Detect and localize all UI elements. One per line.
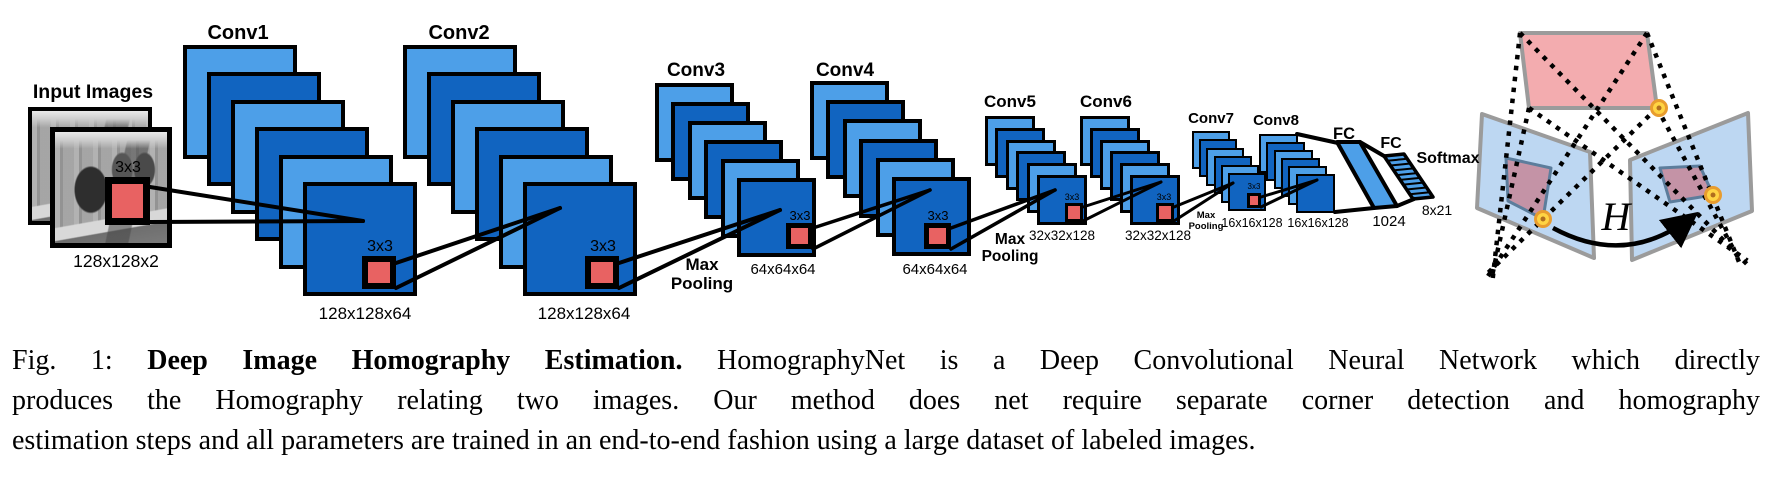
conv4-kernel [924,223,951,249]
connector-line [1395,197,1416,208]
max-pooling-line1: Max [994,231,1026,248]
camera-ray-left [1490,32,1523,282]
conv3-kernel [786,223,813,249]
image-plane-right [1628,111,1754,262]
corner-dot [1704,186,1722,204]
homography-h-symbol: H [1601,194,1631,239]
softmax-stripe [1403,181,1424,186]
conv6-kernel-label: 3x3 [1156,192,1172,202]
conv5-kernel [1065,203,1083,222]
softmax-stripe [1396,172,1417,177]
fc2-label: FC [1380,135,1402,152]
conv8-label: Conv8 [1253,112,1299,129]
camera-ray-right [1527,106,1749,263]
conv6-kernel-red [1159,206,1171,219]
conv5-kernel-label: 3x3 [1064,192,1080,202]
conv6-dims-label: 32x32x128 [1124,228,1192,243]
input-dims-label: 128x128x2 [73,251,159,271]
connector-line [1333,206,1376,214]
figure-caption: Fig. 1: Deep Image Homography Estimation… [0,341,1772,461]
caption-line-3: estimation steps and all parameters are … [12,425,1256,456]
conv4-kernel-red [929,228,946,244]
conv5-kernel-red [1068,206,1080,219]
softmax-stripe [1390,162,1411,167]
input-images-label: Input Images [32,81,154,103]
caption-fig-label: Fig. 1: [12,345,113,376]
projected-patch-left [1504,156,1553,221]
conv7-kernel-red [1250,196,1258,205]
conv7-dims-label: 16x16x128 [1221,216,1283,230]
image-plane-left [1475,112,1596,260]
softmax-stripe [1387,157,1408,162]
fc1-dims-label: 1024 [1372,213,1406,230]
conv2-kernel [585,256,619,289]
conv3-kernel-label: 3x3 [789,208,811,223]
conv2-feature-map [523,182,637,296]
softmax-label: Softmax [1416,150,1480,167]
corner-dot [1650,99,1668,117]
fc1-label: FC [1333,125,1355,143]
conv1-dims-label: 128x128x64 [318,304,412,323]
max-pooling-line2: Pooling [1188,220,1224,232]
softmax-stripe [1393,167,1414,172]
conv2-kernel-red [591,262,613,283]
conv5-label: Conv5 [984,92,1036,111]
conv7-kernel-label: 3x3 [1247,182,1261,191]
conv3-kernel-red [791,228,808,244]
conv1-kernel-red [368,262,390,283]
conv4-kernel-label: 3x3 [927,208,949,223]
conv1-label: Conv1 [207,22,269,44]
conv8-dims-label: 16x16x128 [1287,216,1349,230]
conv6-label: Conv6 [1080,92,1132,111]
corner-dot [1534,210,1552,228]
conv2-label: Conv2 [428,22,490,44]
corner-dot-center [1656,105,1662,111]
camera-ray-right [1655,106,1742,262]
conv4-label: Conv4 [815,60,875,81]
conv7-kernel [1247,193,1261,208]
corner-dot-center [1540,216,1546,222]
conv3-dims-label: 64x64x64 [750,261,816,278]
caption-title: Deep Image Homography Estimation. [147,345,683,376]
max-pooling-line2: Pooling [981,248,1039,266]
conv5-dims-label: 32x32x128 [1028,228,1096,243]
camera-ray-left [1489,107,1532,278]
softmax-stripe [1406,186,1427,191]
softmax-stripe [1409,191,1430,196]
camera-ray-right [1518,31,1750,267]
conv8-feature-map [1295,173,1335,213]
caption-line1-rest: HomographyNet is a Deep Convolutional Ne… [717,345,1760,376]
conv2-kernel-label: 3x3 [590,238,616,255]
camera-ray-left [1482,31,1649,283]
input-kernel-red [112,184,143,218]
conv6-kernel [1156,203,1174,222]
conv1-kernel [362,256,396,289]
conv1-kernel-label: 3x3 [367,238,393,255]
softmax-stripe [1400,176,1421,181]
conv7-label: Conv7 [1188,110,1234,127]
corner-dot-center [1710,192,1716,198]
max-pooling-line1: Max [685,255,719,274]
conv2-dims-label: 128x128x64 [537,304,631,323]
conv4-dims-label: 64x64x64 [902,261,968,278]
camera-ray-right [1644,32,1743,266]
camera-ray-left [1482,106,1659,279]
input-kernel-label: 3x3 [115,159,141,176]
conv3-label: Conv3 [666,60,726,81]
conv1-feature-map [303,182,417,296]
input-kernel [105,177,150,225]
fc2-dims-label: 8x21 [1421,202,1453,218]
caption-line-1: Fig. 1: Deep Image Homography Estimation… [12,341,1760,381]
caption-line-2: produces the Homography relating two ima… [12,385,1760,416]
projected-patch-right [1658,164,1715,204]
world-plane-patch [1518,31,1659,110]
max-pooling-line2: Pooling [670,274,734,294]
